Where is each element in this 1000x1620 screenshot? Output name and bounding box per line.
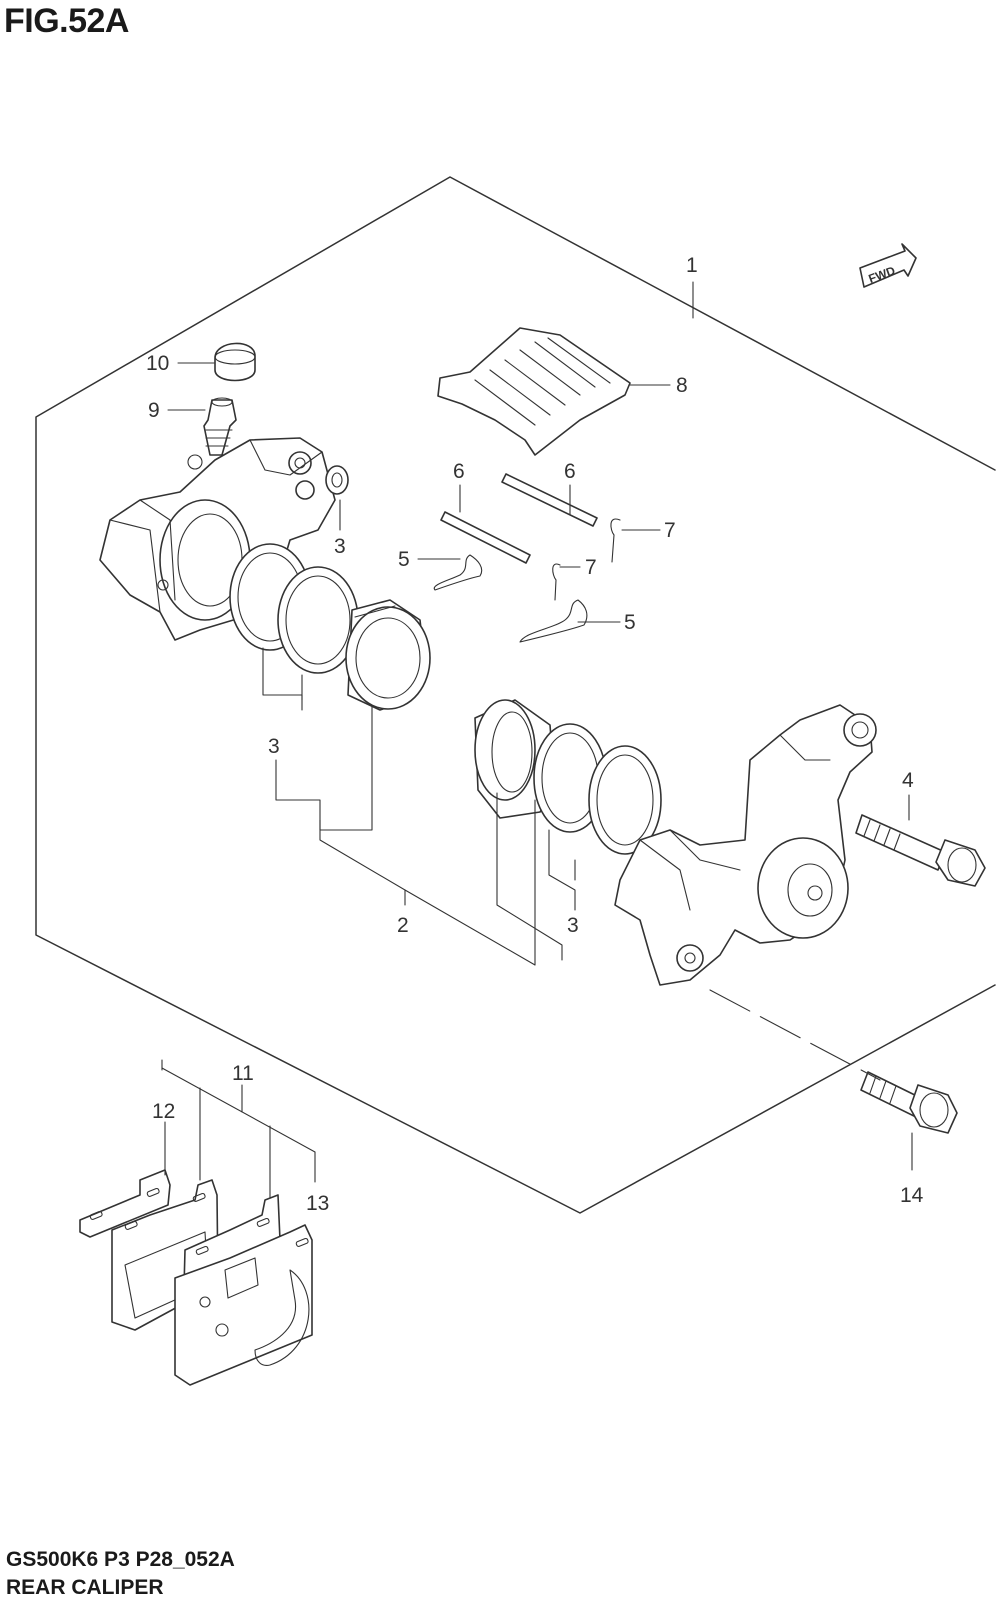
callout-7: 7 [585,556,597,579]
callout-11: 11 [232,1062,254,1085]
figure-code: GS500K6 P3 P28_052A [6,1548,235,1571]
pad-retainer-spring-part [433,554,588,643]
bleeder-valve-part [203,397,237,456]
callout-13: 13 [306,1192,329,1215]
piston-left-part [345,599,431,711]
mounting-axis-line [709,989,881,1081]
caliper-housing-left-part [99,437,336,641]
callout-5: 5 [624,611,636,634]
seal-rings-right-part [533,723,662,855]
brake-pad-set-part [79,1169,313,1386]
callout-8: 8 [676,374,688,397]
callout-9: 9 [148,399,160,422]
figure-name: REAR CALIPER [6,1576,164,1599]
caliper-housing-right-part [614,704,877,986]
caliper-bolt-part [855,814,986,887]
pin-clip-part [552,518,621,601]
pad-pin-part [440,473,598,564]
seal-rings-left-part [229,543,359,674]
fwd-arrow-icon: FWD [859,243,917,288]
callout-4: 4 [902,769,914,792]
assembly-outline [35,176,996,1214]
callout-1: 1 [686,254,698,277]
bleeder-cap-part [214,342,256,382]
callout-3: 3 [268,735,280,758]
caliper-mounting-bolt-part [860,1071,958,1134]
callout-10: 10 [146,352,169,375]
callout-7: 7 [664,519,676,542]
callout-6: 6 [564,460,576,483]
sealing-washer-part [325,465,349,495]
leader-lines [161,281,913,1199]
figure-title: FIG.52A [4,2,129,40]
callout-3: 3 [334,535,346,558]
callout-14: 14 [900,1184,924,1207]
callout-3: 3 [567,914,579,937]
pad-spring-part [437,327,631,456]
callout-2: 2 [397,914,409,937]
callout-12: 12 [152,1100,175,1123]
callout-6: 6 [453,460,465,483]
callout-5: 5 [398,548,410,571]
